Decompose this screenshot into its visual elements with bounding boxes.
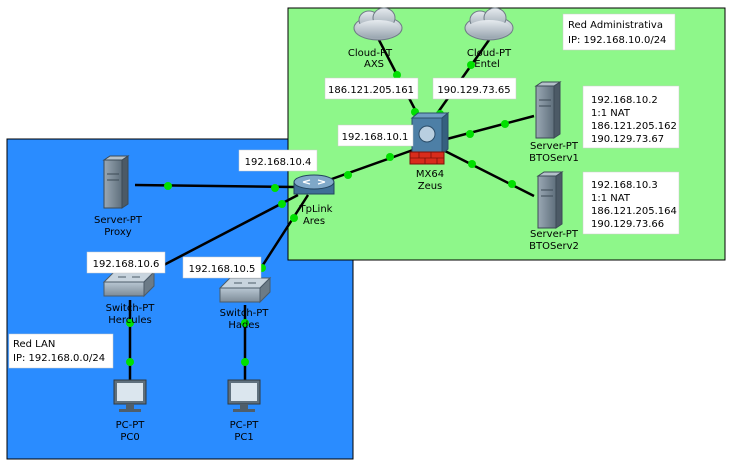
- ip-label-text: 192.168.10.6: [93, 259, 160, 270]
- ip-label-hades: 192.168.10.5: [182, 256, 262, 279]
- area-label-admin: Red Administrativa IP: 192.168.10.0/24: [562, 13, 676, 51]
- server-info-line: 190.129.73.67: [591, 134, 664, 145]
- device-type-label: TpLink: [299, 204, 333, 215]
- ip-label-ares: 192.168.10.4: [238, 149, 318, 172]
- device-type-label: PC-PT: [116, 420, 146, 431]
- server-info-line: 186.121.205.164: [591, 206, 677, 217]
- switch-hercules[interactable]: Switch-PT Hercules: [102, 270, 156, 326]
- pc-pc0[interactable]: PC-PT PC0: [113, 379, 147, 443]
- link-dot: [501, 120, 509, 128]
- server-btoserv2[interactable]: Server-PT BTOServ2: [529, 171, 579, 252]
- firewall-zeus[interactable]: MX64 Zeus: [409, 111, 450, 192]
- device-type-label: Cloud-PT: [348, 48, 393, 59]
- server-info-line: 192.168.10.3: [591, 180, 658, 191]
- ip-label-text: 192.168.10.4: [245, 157, 312, 168]
- link-dot: [467, 61, 475, 69]
- device-name-label: PC0: [120, 432, 139, 443]
- link-dot: [386, 153, 394, 161]
- area-ip: IP: 192.168.0.0/24: [13, 353, 105, 364]
- link-dot: [468, 160, 476, 168]
- device-name-label: Hercules: [108, 315, 152, 326]
- link-dot: [508, 180, 516, 188]
- server-info-line: 190.129.73.66: [591, 219, 664, 230]
- link-dot: [126, 319, 134, 327]
- device-name-label: Entel: [474, 59, 500, 70]
- area-name: Red LAN: [13, 339, 55, 350]
- server-info-line: 1:1 NAT: [591, 193, 631, 204]
- switch-icon: [218, 276, 272, 304]
- ip-label-text: 192.168.10.5: [189, 264, 256, 275]
- device-type-label: Switch-PT: [220, 308, 270, 319]
- pc-icon: [113, 379, 147, 412]
- link-dot: [344, 171, 352, 179]
- link-dot: [278, 200, 286, 208]
- link-dot: [271, 184, 279, 192]
- link-zeus-bto2: [442, 148, 535, 198]
- link-dot: [393, 71, 401, 79]
- device-type-label: Server-PT: [530, 141, 579, 152]
- switch-hades[interactable]: Switch-PT Hades: [218, 276, 272, 331]
- cloud-icon: [464, 7, 514, 41]
- server-info-btoserv2: 192.168.10.3 1:1 NAT 186.121.205.164 190…: [582, 171, 680, 235]
- area-name: Red Administrativa: [568, 20, 663, 31]
- ip-label-entel: 190.129.73.65: [432, 77, 517, 100]
- cloud-icon: [353, 7, 403, 41]
- router-ares[interactable]: TpLink Ares: [293, 174, 335, 227]
- device-name-label: PC1: [234, 432, 253, 443]
- ip-label-axs: 186.121.205.161: [324, 77, 419, 100]
- link-dot: [241, 319, 249, 327]
- server-proxy[interactable]: Server-PT Proxy: [94, 155, 143, 238]
- device-type-label: Switch-PT: [106, 303, 156, 314]
- device-name-label: Ares: [303, 216, 325, 227]
- server-info-line: 186.121.205.162: [591, 121, 677, 132]
- cloud-axs[interactable]: Cloud-PT AXS: [348, 7, 403, 70]
- device-type-label: Server-PT: [530, 229, 579, 240]
- device-name-label: BTOServ1: [529, 153, 579, 164]
- server-info-line: 192.168.10.2: [591, 95, 658, 106]
- device-name-label: Proxy: [104, 227, 131, 238]
- device-type-label: Cloud-PT: [467, 48, 512, 59]
- area-ip: IP: 192.168.10.0/24: [568, 35, 666, 46]
- server-btoserv1[interactable]: Server-PT BTOServ1: [529, 81, 579, 164]
- server-icon: [536, 171, 564, 229]
- server-icon: [102, 155, 130, 209]
- server-icon: [534, 81, 562, 139]
- switch-icon: [102, 270, 156, 298]
- device-name-label: BTOServ2: [529, 241, 579, 252]
- pc-pc1[interactable]: PC-PT PC1: [227, 379, 261, 443]
- area-label-lan: Red LAN IP: 192.168.0.0/24: [8, 333, 114, 369]
- link-proxy-ares: [134, 183, 296, 189]
- link-zeus-bto1: [442, 114, 535, 142]
- link-dot: [466, 130, 474, 138]
- device-name-label: AXS: [364, 59, 384, 70]
- device-name-label: Hades: [228, 320, 259, 331]
- server-info-line: 1:1 NAT: [591, 108, 631, 119]
- link-dot: [164, 182, 172, 190]
- pc-icon: [227, 379, 261, 412]
- device-name-label: Zeus: [418, 181, 443, 192]
- cloud-entel[interactable]: Cloud-PT Entel: [464, 7, 514, 70]
- ip-label-text: 192.168.10.1: [342, 132, 409, 143]
- ip-label-hercules: 192.168.10.6: [86, 251, 166, 274]
- server-info-btoserv1: 192.168.10.2 1:1 NAT 186.121.205.162 190…: [582, 85, 680, 149]
- link-dot: [241, 358, 249, 366]
- ip-label-text: 190.129.73.65: [437, 85, 510, 96]
- device-type-label: MX64: [416, 169, 444, 180]
- router-icon: [293, 174, 335, 195]
- firewall-icon: [409, 111, 450, 165]
- ip-label-zeus: 192.168.10.1: [337, 124, 414, 147]
- link-dot: [126, 358, 134, 366]
- device-type-label: PC-PT: [230, 420, 260, 431]
- device-type-label: Server-PT: [94, 215, 143, 226]
- link-dot: [290, 214, 298, 222]
- ip-label-text: 186.121.205.161: [328, 85, 414, 96]
